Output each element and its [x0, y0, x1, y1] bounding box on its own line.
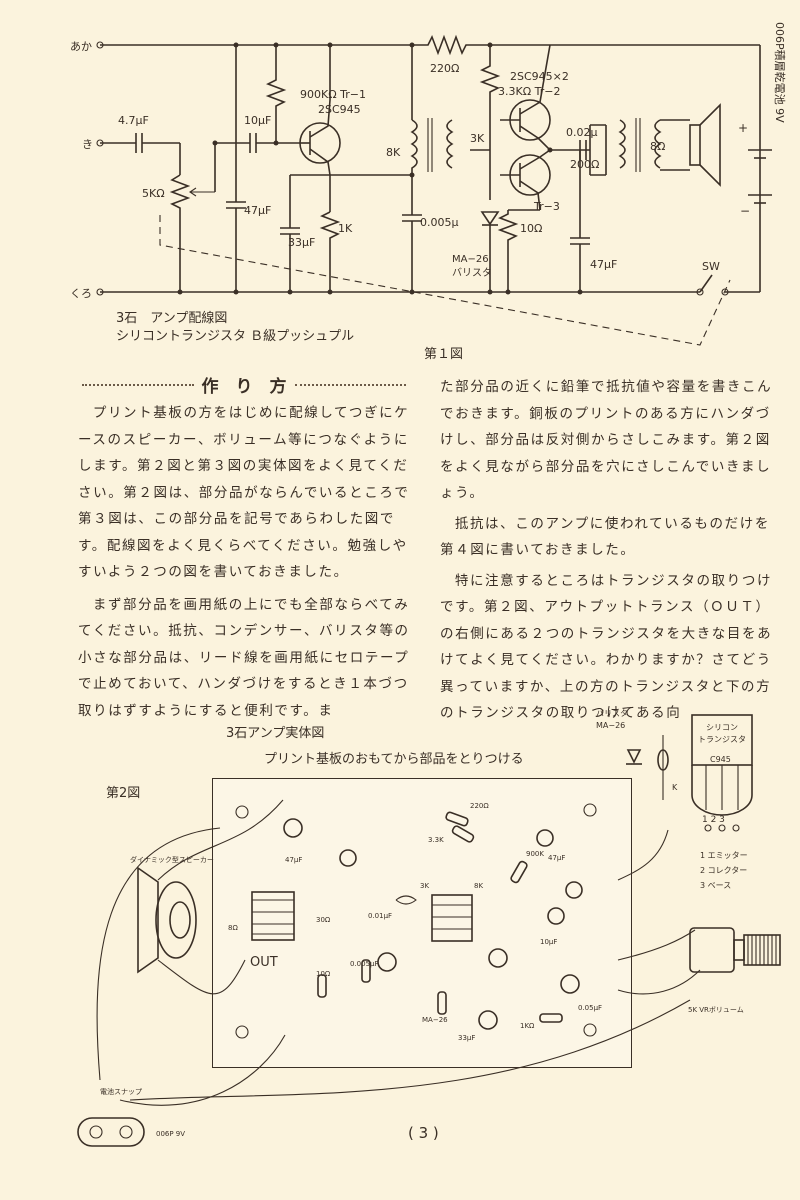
- label-r10: 10Ω: [520, 222, 542, 235]
- label-ma26a: MA−26: [452, 254, 489, 265]
- val-005: 0.05μF: [578, 1004, 602, 1012]
- label-r1k: 1K: [338, 222, 353, 235]
- label-pin2: 2 コレクター: [700, 866, 747, 875]
- label-battery-006p: 006P 9V: [156, 1130, 185, 1138]
- right-paragraph-1: た部分品の近くに鉛筆で抵抗値や容量を書きこんでおきます。銅板のプリントのある方に…: [440, 379, 773, 501]
- val-3k: 3K: [420, 882, 429, 890]
- label-c002: 0.02μ: [566, 126, 598, 139]
- label-tr-body2: トランジスタ: [698, 735, 746, 744]
- left-paragraph-1: プリント基板の方をはじめに配線してつぎにケースのスピーカー、ボリューム等につなぐ…: [78, 405, 410, 580]
- right-paragraph-3: 特に注意するところはトランジスタの取りつけです。第２図、アウトプットトランス（Ｏ…: [440, 572, 773, 722]
- label-c47u: 4.7μF: [118, 114, 149, 127]
- section-title: 作 り 方: [201, 377, 287, 397]
- label-c10u: 10μF: [244, 114, 271, 127]
- label-r200: 200Ω: [570, 158, 599, 171]
- label-battery: 006P積層乾電池 9V: [773, 22, 787, 123]
- section-heading: 作 り 方: [74, 372, 414, 397]
- label-t3k: 3K: [470, 132, 485, 145]
- label-ki: き: [82, 138, 93, 151]
- label-c47b: 47μF: [590, 258, 617, 271]
- schematic-figure-1: あか き くろ 220Ω 2SC945×2 3.3KΩ Tr−2 900KΩ T…: [70, 22, 787, 360]
- val-3k3: 3.3K: [428, 836, 444, 844]
- label-plus: +: [738, 121, 748, 135]
- label-varistor-top2: MA−26: [596, 721, 625, 730]
- val-47uf-b: 47μF: [548, 854, 565, 862]
- fig1-subtitle: シリコントランジスタ Ｂ級プッシュプル: [116, 329, 354, 344]
- text-column-left: プリント基板の方をはじめに配線してつぎにケースのスピーカー、ボリューム等につなぐ…: [78, 400, 418, 724]
- left-paragraph-2: まず部分品を画用紙の上にでも全部ならべてみてください。抵抗、コンデンサー、バリス…: [78, 596, 410, 719]
- page-number: ( 3 ): [408, 1124, 439, 1142]
- text-column-right: た部分品の近くに鉛筆で抵抗値や容量を書きこんでおきます。銅板のプリントのある方に…: [440, 374, 780, 727]
- val-0005: 0.005μF: [350, 960, 379, 968]
- val-10: 10Ω: [316, 970, 331, 978]
- label-ma26b: バリスタ: [452, 267, 492, 279]
- val-220: 220Ω: [470, 802, 489, 810]
- label-tr-part: C945: [710, 755, 731, 764]
- volume-body: [689, 927, 735, 973]
- label-minus: −: [740, 204, 750, 218]
- val-33uf: 33μF: [458, 1034, 475, 1042]
- label-varistor-top1: バリスタ: [596, 709, 628, 718]
- label-out: OUT: [250, 955, 278, 970]
- label-aka: あか: [70, 40, 92, 53]
- label-snap: 電池スナップ: [100, 1087, 142, 1096]
- val-8k: 8K: [474, 882, 483, 890]
- label-sw: SW: [702, 260, 720, 273]
- volume-knob: [743, 934, 781, 966]
- battery-snap: [77, 1117, 145, 1147]
- label-r900k: 900KΩ Tr−1: [300, 88, 366, 101]
- val-1k: 1KΩ: [520, 1022, 535, 1030]
- val-900k: 900K: [526, 850, 544, 858]
- label-r220: 220Ω: [430, 62, 459, 75]
- label-vr5k: 5KΩ: [142, 187, 165, 200]
- heading-ornament-right: [294, 383, 406, 386]
- label-tr1: 2SC945: [318, 103, 361, 116]
- fig2-title: 3石アンプ実体図: [226, 726, 325, 741]
- driver-transformer: [431, 894, 473, 942]
- label-c0005: 0.005μ: [420, 216, 459, 229]
- fig1-title: 3石 アンプ配線図: [116, 310, 227, 326]
- heading-ornament-left: [82, 383, 194, 386]
- fig2-subtitle: プリント基板のおもてから部品をとりつける: [264, 752, 524, 767]
- label-pin3: 3 ベース: [700, 881, 731, 890]
- label-c33: 33μF: [288, 236, 315, 249]
- right-paragraph-2: 抵抗は、このアンプに使われているものだけを第４図に書いておきました。: [440, 515, 770, 559]
- label-tr-note2: 3.3KΩ Tr−2: [498, 85, 560, 98]
- label-c47a: 47μF: [244, 204, 271, 217]
- val-47uf-a: 47μF: [285, 856, 302, 864]
- label-s8: 8Ω: [650, 140, 665, 153]
- speaker-frame: [137, 866, 159, 974]
- val-001: 0.01μF: [368, 912, 392, 920]
- label-kuro: くろ: [70, 287, 92, 300]
- label-pin1: 1 エミッター: [700, 851, 748, 860]
- label-t8k: 8K: [386, 146, 401, 159]
- label-pins: 1 2 3: [702, 815, 725, 825]
- label-volume: 5K VRボリューム: [688, 1006, 744, 1014]
- pictorial-figure-2: OUT バリスタ MA−26 K シリコン トランジスタ C945 1 2 3 …: [77, 709, 781, 1147]
- val-ma26: MA−26: [422, 1016, 448, 1024]
- val-30: 30Ω: [316, 916, 331, 924]
- fig1-number: 第１図: [424, 347, 463, 360]
- val-10uf: 10μF: [540, 938, 557, 946]
- label-tr-body1: シリコン: [706, 723, 738, 732]
- label-speaker: ダイナミック型スピーカー: [130, 855, 214, 864]
- label-cathode: K: [672, 783, 678, 792]
- fig2-number: 第2図: [106, 786, 141, 801]
- label-tr3: Tr−3: [533, 200, 560, 213]
- output-transformer: [251, 891, 295, 941]
- label-tr-note1: 2SC945×2: [510, 70, 569, 83]
- val-8ohm: 8Ω: [228, 924, 238, 932]
